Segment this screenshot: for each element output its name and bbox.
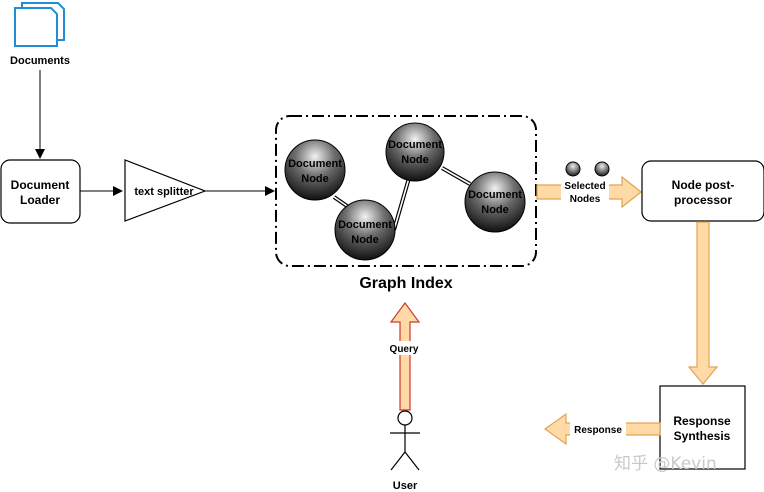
graph-node-label-2: Node <box>351 234 379 246</box>
node-postprocessor-label-2: processor <box>674 193 732 207</box>
node-postprocessor-label-1: Node post- <box>672 178 735 192</box>
graph-node: Document Node <box>284 139 346 201</box>
selected-node-dot <box>594 161 610 177</box>
node-postprocessor-box <box>641 160 764 222</box>
graph-node: Document Node <box>385 122 445 182</box>
selected-node-dot <box>565 161 581 177</box>
response-synthesis-label-2: Synthesis <box>674 429 731 443</box>
graph-node-label-2: Node <box>401 154 429 166</box>
graph-node-label-1: Document <box>468 189 522 201</box>
text-splitter-label: text splitter <box>134 186 194 198</box>
graph-node-label-1: Document <box>388 139 442 151</box>
response-synthesis-box <box>659 385 746 470</box>
user-label: User <box>393 480 418 492</box>
user-icon <box>390 410 420 471</box>
postprocessor-to-synthesis-arrow <box>687 221 719 385</box>
selected-nodes-label-bg <box>561 178 609 206</box>
graph-node-label-1: Document <box>288 158 342 170</box>
document-loader-label-1: Document <box>11 178 70 192</box>
graph-edges <box>332 166 471 231</box>
graph-node-label-2: Node <box>481 204 509 216</box>
documents-label: Documents <box>10 55 70 67</box>
query-arrow <box>389 301 421 411</box>
response-label: Response <box>574 425 622 436</box>
response-synthesis-label-1: Response <box>673 414 731 428</box>
text-splitter-triangle <box>124 159 207 222</box>
documents-icon <box>14 2 65 47</box>
graph-node: Document Node <box>334 199 396 261</box>
graph-index-title: Graph Index <box>359 275 452 292</box>
watermark-text: 知乎 @Kevin <box>614 454 717 474</box>
query-label-bg <box>385 341 425 355</box>
selected-nodes-label-1: Selected <box>564 181 605 192</box>
graph-index-container <box>275 115 537 267</box>
query-label: Query <box>390 344 419 355</box>
response-label-bg <box>570 421 626 437</box>
graph-node-label-2: Node <box>301 173 329 185</box>
selected-nodes-label-2: Nodes <box>570 194 601 205</box>
document-loader-label-2: Loader <box>20 193 60 207</box>
graph-node: Document Node <box>464 171 526 233</box>
graph-node-label-1: Document <box>338 219 392 231</box>
